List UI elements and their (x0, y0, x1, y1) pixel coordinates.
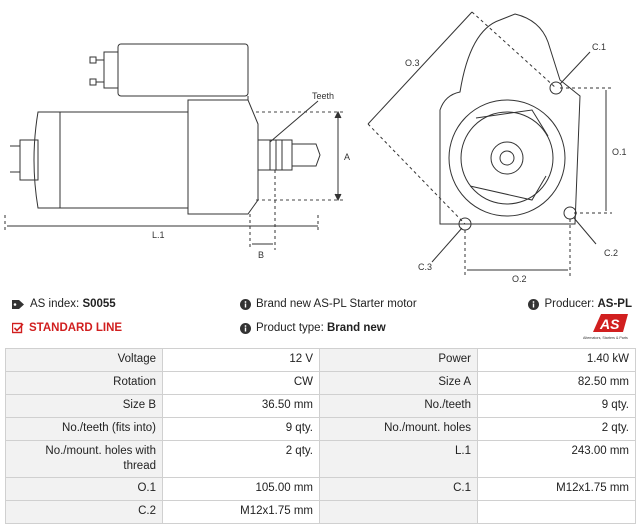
tag-icon (12, 299, 25, 310)
spec-value: 2 qty. (162, 440, 320, 478)
label-c1: C.1 (592, 42, 606, 52)
motor-end-cap (19, 139, 39, 181)
label-c3: C.3 (418, 262, 432, 272)
spec-value (477, 500, 636, 524)
label-teeth: Teeth (312, 91, 334, 101)
info-icon (240, 298, 251, 310)
spec-label: No./mount. holes (319, 417, 478, 441)
end-view-shaft (490, 141, 524, 175)
info-icon (528, 298, 540, 310)
as-pl-logo: AS Alternators, Starters & Parts (583, 314, 628, 340)
spec-label: Power (319, 348, 478, 372)
description-text: Brand new AS-PL Starter motor (256, 298, 417, 310)
spec-value: 9 qty. (162, 417, 320, 441)
solenoid-shape (117, 43, 249, 97)
label-c2: C.2 (604, 248, 618, 258)
svg-text:AS: AS (599, 316, 620, 332)
as-index: AS index: S0055 (12, 298, 116, 310)
motor-body (33, 111, 189, 209)
product-type-value: Brand new (326, 322, 386, 334)
label-o2: O.2 (512, 274, 527, 284)
spec-value: 2 qty. (477, 417, 636, 441)
label-b: B (258, 250, 264, 260)
spec-label: No./teeth (319, 394, 478, 418)
end-view-housing (439, 13, 581, 225)
spec-label: No./teeth (fits into) (5, 417, 163, 441)
end-view-outer (448, 99, 566, 217)
as-index-label: AS index: (30, 298, 80, 310)
product-type: Product type: Brand new (240, 322, 386, 334)
spec-value: M12x1.75 mm (162, 500, 320, 524)
spec-label: L.1 (319, 440, 478, 478)
label-l1: L.1 (152, 230, 165, 240)
spec-label: O.1 (5, 477, 163, 501)
svg-text:Alternators, Starters & Parts: Alternators, Starters & Parts (583, 336, 628, 340)
product-type-label: Product type: (256, 322, 324, 334)
spec-label: Size B (5, 394, 163, 418)
spec-value: M12x1.75 mm (477, 477, 636, 501)
spec-value: CW (162, 371, 320, 395)
spec-value: 82.50 mm (477, 371, 636, 395)
drive-housing (187, 99, 259, 215)
product-info: AS index: S0055 STANDARD LINE Brand new … (0, 292, 640, 344)
label-a: A (344, 152, 350, 162)
producer-value: AS-PL (597, 298, 633, 310)
spec-label: Rotation (5, 371, 163, 395)
description: Brand new AS-PL Starter motor (240, 298, 417, 310)
as-index-value: S0055 (82, 298, 116, 310)
spec-label: C.1 (319, 477, 478, 501)
standard-line: STANDARD LINE (12, 322, 122, 334)
label-o3: O.3 (405, 58, 420, 68)
checkbox-icon (12, 322, 24, 334)
spec-label: C.2 (5, 500, 163, 524)
table-row: No./teeth (fits into)9 qty.No./mount. ho… (5, 417, 636, 441)
starter-motor-technical-drawing: Teeth A B L.1 O.3 C.1 O.1 C.2 C.3 O.2 (4, 11, 627, 284)
spec-value: 243.00 mm (477, 440, 636, 478)
spec-label: No./mount. holes with thread (5, 440, 163, 478)
producer-label: Producer: (544, 298, 595, 310)
spec-value: 12 V (162, 348, 320, 372)
spec-label (319, 500, 478, 524)
spec-value: 1.40 kW (477, 348, 636, 372)
solenoid-cap (103, 51, 119, 89)
producer: Producer: AS-PL (528, 298, 632, 310)
pinion (257, 139, 293, 171)
label-o1: O.1 (612, 147, 627, 157)
standard-line-label: STANDARD LINE (29, 322, 123, 334)
info-icon (240, 322, 251, 334)
spec-value: 36.50 mm (162, 394, 320, 418)
spec-value: 9 qty. (477, 394, 636, 418)
spec-label: Size A (319, 371, 478, 395)
spec-label: Voltage (5, 348, 163, 372)
spec-value: 105.00 mm (162, 477, 320, 501)
